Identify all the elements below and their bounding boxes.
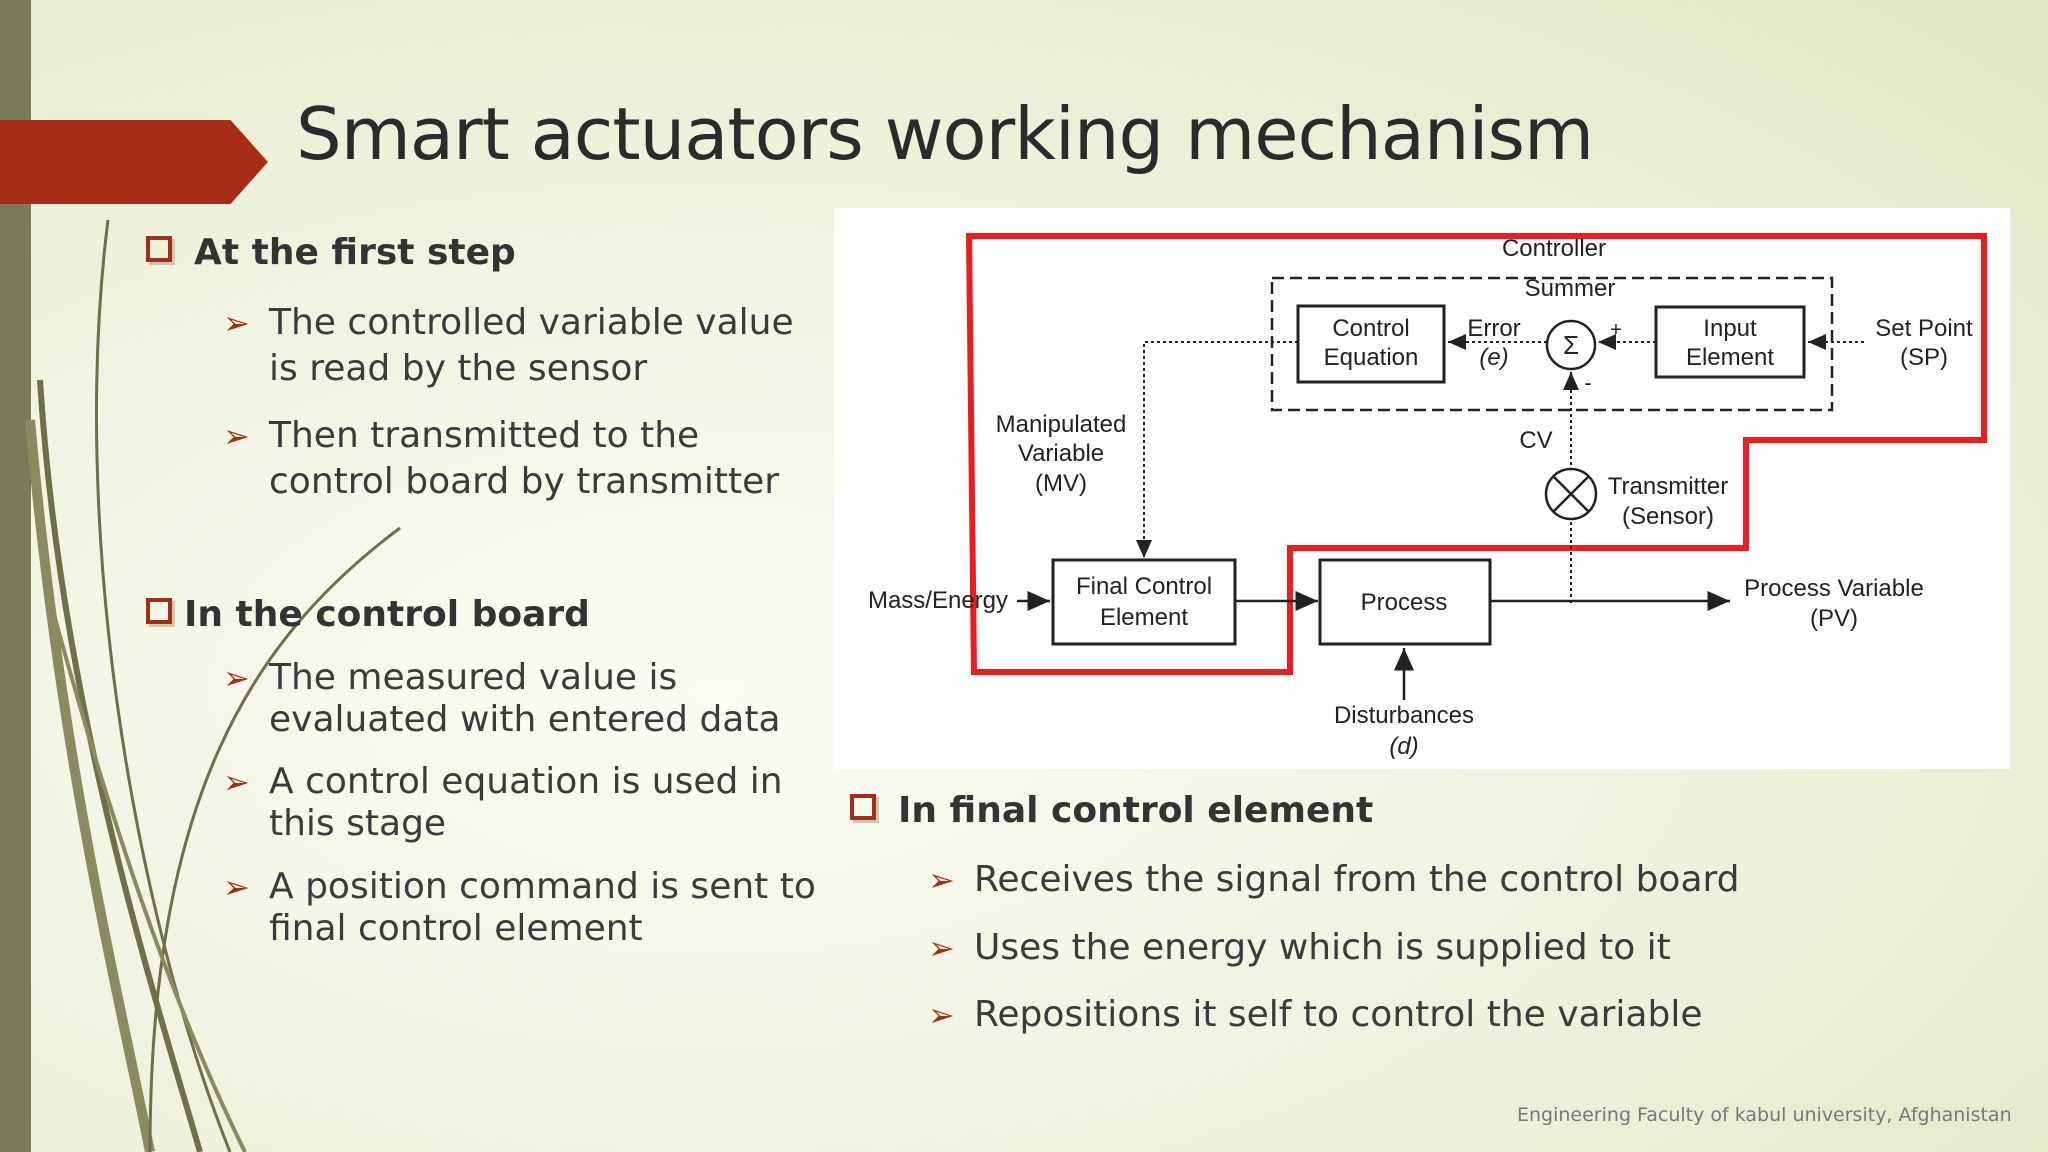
label-sigma: Σ	[1563, 330, 1579, 360]
bullet-text: Receives the signal from the control boa…	[974, 859, 1740, 900]
label-summer: Summer	[1525, 275, 1616, 302]
highlight-outline	[965, 233, 1987, 675]
bullet-item: ➢ A position command is sent to final co…	[223, 866, 816, 950]
control-loop-diagram: Controller Summer Control Equation Σ + -…	[834, 208, 2010, 769]
square-bullet-icon	[146, 236, 172, 262]
label-fce-2: Element	[1100, 604, 1188, 631]
bullet-text: Then transmitted to the control board by…	[269, 415, 780, 502]
label-fce-1: Final Control	[1076, 573, 1212, 600]
title-accent-arrow	[0, 120, 268, 204]
label-plus: +	[1610, 319, 1622, 341]
heading-text: At the first step	[194, 232, 516, 273]
label-error-2: (e)	[1479, 344, 1508, 371]
label-mv-3: (MV)	[1035, 470, 1087, 497]
label-process: Process	[1361, 589, 1448, 616]
label-dist-1: Disturbances	[1334, 702, 1474, 729]
label-input-2: Element	[1686, 344, 1774, 371]
bullet-item: ➢ Uses the energy which is supplied to i…	[928, 925, 1671, 971]
arrow-bullet-icon: ➢	[223, 659, 250, 697]
arrow-bullet-icon: ➢	[223, 304, 250, 342]
bullet-text: Repositions it self to control the varia…	[974, 994, 1703, 1035]
label-control-eq-1: Control	[1332, 315, 1409, 342]
bullet-item: ➢ A control equation is used in this sta…	[223, 761, 783, 845]
label-dist-2: (d)	[1389, 733, 1418, 760]
label-setpoint-1: Set Point	[1875, 315, 1973, 342]
label-error-1: Error	[1467, 315, 1520, 342]
label-setpoint-2: (SP)	[1900, 344, 1948, 371]
bullet-text: A control equation is used in this stage	[269, 761, 783, 844]
slide-footer: Engineering Faculty of kabul university,…	[1517, 1104, 2012, 1126]
label-mv-1: Manipulated	[996, 411, 1127, 438]
label-mv-2: Variable	[1018, 440, 1104, 467]
heading-text: In the control board	[184, 594, 590, 635]
label-input-1: Input	[1703, 315, 1757, 342]
bullet-item: ➢ The measured value is evaluated with e…	[223, 657, 781, 741]
arrow-bullet-icon: ➢	[223, 417, 250, 455]
arrow-bullet-icon: ➢	[223, 763, 250, 801]
heading-text: In final control element	[898, 790, 1374, 831]
section-heading-final-control: In final control element	[850, 790, 1373, 831]
label-pv-2: (PV)	[1810, 605, 1858, 632]
label-controller: Controller	[1502, 235, 1606, 262]
arrow-bullet-icon: ➢	[928, 929, 955, 967]
bullet-text: The controlled variable value is read by…	[269, 302, 794, 389]
arrow-bullet-icon: ➢	[223, 868, 250, 906]
label-transmitter-2: (Sensor)	[1622, 503, 1714, 530]
arrow-bullet-icon: ➢	[928, 861, 955, 899]
label-cv: CV	[1519, 427, 1552, 454]
bullet-text: Uses the energy which is supplied to it	[974, 927, 1671, 968]
square-bullet-icon	[146, 598, 172, 624]
bullet-item: ➢ Repositions it self to control the var…	[928, 992, 1703, 1038]
label-mass-energy: Mass/Energy	[868, 587, 1008, 614]
bullet-text: The measured value is evaluated with ent…	[269, 657, 781, 740]
summer-junction	[1545, 319, 1597, 371]
arrow-bullet-icon: ➢	[928, 996, 955, 1034]
decorative-swoosh	[25, 219, 401, 1152]
control-equation-box	[1296, 304, 1446, 384]
bullet-item: ➢ Receives the signal from the control b…	[928, 857, 1740, 903]
label-pv-1: Process Variable	[1744, 575, 1924, 602]
bullet-item: ➢ Then transmitted to the control board …	[223, 413, 780, 505]
section-heading-first-step: At the first step	[146, 232, 516, 273]
bullet-item: ➢ The controlled variable value is read …	[223, 300, 794, 392]
label-transmitter-1: Transmitter	[1608, 473, 1728, 500]
bullet-text: A position command is sent to final cont…	[269, 866, 816, 949]
controller-boundary	[1270, 276, 1834, 412]
slide-title: Smart actuators working mechanism	[296, 92, 1594, 176]
section-heading-control-board: In the control board	[146, 594, 590, 635]
label-control-eq-2: Equation	[1324, 344, 1419, 371]
label-minus: -	[1584, 370, 1591, 395]
square-bullet-icon	[850, 794, 876, 820]
